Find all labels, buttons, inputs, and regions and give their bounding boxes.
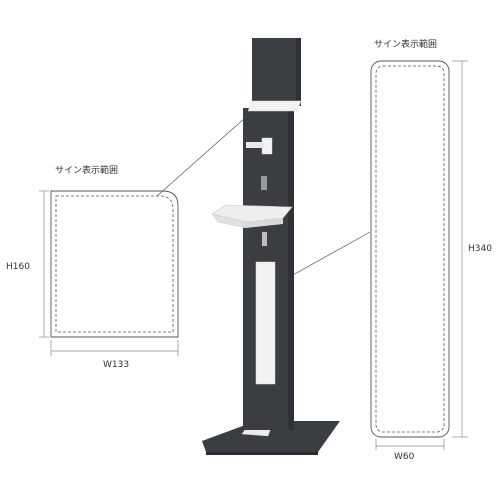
dimension-h160: [39, 190, 49, 338]
sign-area-left-dashed: [55, 195, 174, 333]
height-label-right: H340: [468, 244, 492, 254]
width-label-right: W60: [394, 452, 415, 462]
dimension-w60: [375, 439, 445, 450]
sign-range-label-right: サイン表示範囲: [374, 40, 438, 50]
dimension-w133: [50, 340, 179, 356]
front-sign-panel: [255, 261, 276, 385]
sign-range-label-left: サイン表示範囲: [55, 166, 119, 176]
sign-area-right-dashed: [375, 65, 445, 433]
hand-sanitizer-stand: [202, 38, 340, 455]
sign-area-left-frame: [50, 190, 179, 338]
top-cap: [247, 100, 302, 112]
sign-area-right-frame: [370, 60, 450, 438]
dimension-h340: [452, 60, 468, 438]
top-sign-panel: [252, 38, 301, 106]
sign-area-right: [370, 60, 450, 438]
height-label-left: H160: [6, 262, 30, 272]
dispenser-tube: [261, 176, 267, 190]
sign-area-left: [50, 190, 179, 338]
width-label-left: W133: [103, 360, 130, 370]
stand-base-plate: [202, 421, 340, 452]
